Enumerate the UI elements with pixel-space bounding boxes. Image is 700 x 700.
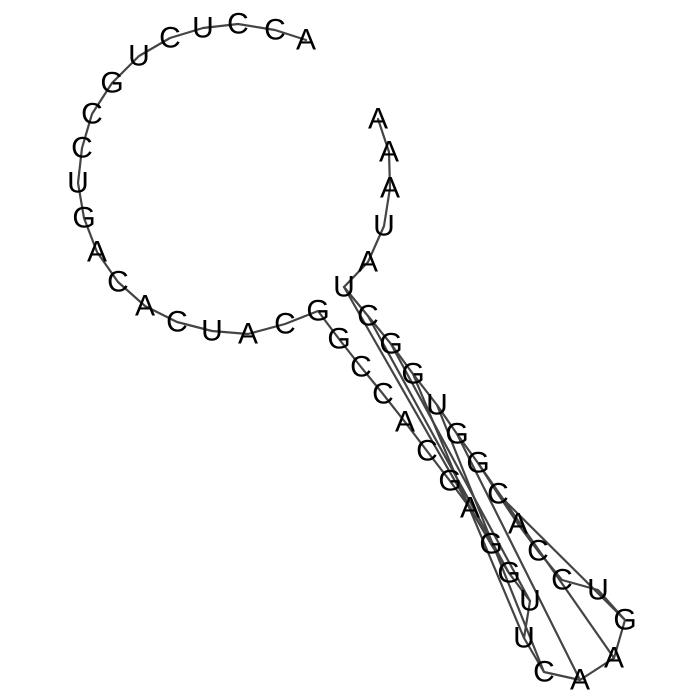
nucleotide-19: G: [306, 295, 329, 328]
base-pair-bond: [476, 461, 616, 660]
nucleotide-29: U: [519, 585, 541, 618]
backbone-layer: [76, 22, 627, 682]
nucleotide-38: A: [508, 508, 528, 541]
nucleotide-46: U: [333, 271, 355, 304]
nucleotide-12: A: [87, 236, 107, 269]
nucleotide-25: G: [438, 465, 461, 498]
nucleotide-49: A: [380, 172, 400, 205]
nucleotide-26: A: [460, 492, 480, 525]
nucleotide-36: C: [551, 564, 573, 597]
nucleotide-8: C: [81, 98, 103, 131]
nucleotide-31: C: [533, 656, 555, 689]
nucleotide-4: U: [192, 12, 214, 45]
nucleotide-35: U: [587, 574, 609, 607]
nucleotide-11: G: [72, 202, 95, 235]
nucleotide-34: G: [613, 604, 636, 637]
nucleotide-30: U: [513, 622, 535, 655]
nucleotide-5: C: [159, 22, 181, 55]
nucleotide-48: U: [373, 210, 395, 243]
nucleotide-40: G: [466, 447, 489, 480]
nucleotide-9: C: [71, 132, 93, 165]
nucleotide-6: U: [128, 40, 150, 73]
nucleotide-15: C: [166, 306, 188, 339]
nucleotide-1: A: [296, 24, 316, 57]
nucleotide-28: G: [497, 557, 520, 590]
nucleotide-23: A: [395, 406, 415, 439]
nucleotide-47: A: [358, 246, 378, 279]
nucleotide-21: C: [350, 351, 372, 384]
base-pair-bond: [389, 342, 532, 603]
nucleotide-16: U: [201, 315, 223, 348]
nucleotide-18: C: [274, 308, 296, 341]
nucleotide-17: A: [238, 318, 258, 351]
nucleotide-3: C: [227, 8, 249, 41]
nucleotide-7: G: [100, 67, 123, 100]
nucleotide-27: G: [479, 528, 502, 561]
nucleotide-41: G: [445, 418, 468, 451]
nucleotide-32: A: [570, 664, 590, 697]
nucleotide-39: C: [487, 478, 509, 511]
nucleotide-33: A: [604, 642, 624, 675]
base-pair-bond: [455, 432, 582, 682]
nucleotide-42: U: [426, 389, 448, 422]
nucleotide-37: C: [527, 535, 549, 568]
base-pair-bond: [496, 492, 627, 622]
base-pair-bond: [366, 314, 511, 575]
nucleotide-13: C: [107, 266, 129, 299]
base-pair-bond: [342, 285, 493, 546]
nucleotide-24: C: [416, 435, 438, 468]
nucleotide-51: A: [368, 103, 388, 136]
nucleotide-45: C: [357, 300, 379, 333]
nucleotide-2: C: [264, 14, 286, 47]
nucleotide-20: G: [327, 323, 350, 356]
nucleotide-10: U: [67, 167, 89, 200]
nucleotide-14: A: [135, 290, 155, 323]
nucleotide-22: C: [372, 378, 394, 411]
nucleotide-50: A: [379, 136, 399, 169]
nucleotide-44: G: [379, 328, 402, 361]
nucleotide-43: G: [401, 358, 424, 391]
